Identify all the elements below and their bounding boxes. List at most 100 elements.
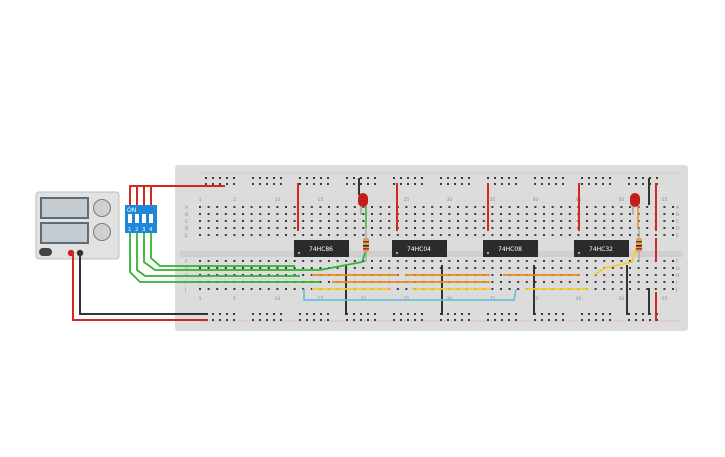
breadboard-hole[interactable] (440, 183, 442, 185)
breadboard-hole[interactable] (407, 177, 409, 179)
wire-green-2[interactable] (136, 232, 300, 277)
breadboard-hole[interactable] (302, 260, 305, 262)
breadboard-hole[interactable] (642, 177, 644, 179)
breadboard-hole[interactable] (293, 288, 296, 290)
breadboard-hole[interactable] (602, 177, 604, 179)
breadboard-hole[interactable] (266, 313, 268, 315)
breadboard-hole[interactable] (508, 213, 511, 215)
breadboard-hole[interactable] (629, 288, 631, 290)
breadboard-hole[interactable] (302, 227, 305, 229)
breadboard-hole[interactable] (602, 313, 604, 315)
breadboard-hole[interactable] (353, 206, 356, 208)
breadboard-hole[interactable] (336, 227, 339, 229)
breadboard-hole[interactable] (250, 234, 253, 236)
breadboard-hole[interactable] (594, 206, 597, 208)
breadboard-hole[interactable] (500, 213, 502, 215)
breadboard-hole[interactable] (431, 206, 434, 208)
breadboard-hole[interactable] (360, 177, 362, 179)
breadboard-hole[interactable] (586, 234, 588, 236)
breadboard-hole[interactable] (482, 234, 485, 236)
breadboard-hole[interactable] (611, 234, 614, 236)
breadboard-hole[interactable] (588, 183, 590, 185)
breadboard-hole[interactable] (517, 288, 520, 290)
breadboard-hole[interactable] (594, 227, 597, 229)
breadboard-hole[interactable] (517, 260, 520, 262)
breadboard-hole[interactable] (431, 220, 434, 222)
breadboard-hole[interactable] (663, 220, 666, 222)
power-switch[interactable] (39, 248, 52, 256)
breadboard-hole[interactable] (594, 288, 597, 290)
breadboard-hole[interactable] (233, 267, 236, 269)
breadboard-hole[interactable] (577, 267, 580, 269)
breadboard-hole[interactable] (474, 267, 477, 269)
breadboard-hole[interactable] (457, 220, 459, 222)
breadboard-hole[interactable] (586, 281, 588, 283)
breadboard-hole[interactable] (328, 227, 330, 229)
breadboard-hole[interactable] (482, 227, 485, 229)
breadboard-hole[interactable] (500, 206, 502, 208)
breadboard-hole[interactable] (534, 213, 537, 215)
breadboard-hole[interactable] (267, 288, 270, 290)
breadboard-hole[interactable] (313, 177, 315, 179)
wire-black-supply[interactable] (79, 253, 208, 315)
breadboard-hole[interactable] (654, 267, 657, 269)
breadboard-hole[interactable] (494, 319, 496, 321)
breadboard-hole[interactable] (465, 234, 468, 236)
breadboard-hole[interactable] (568, 281, 571, 283)
breadboard-hole[interactable] (276, 234, 279, 236)
breadboard-hole[interactable] (233, 319, 235, 321)
breadboard-hole[interactable] (440, 177, 442, 179)
chip-3[interactable]: 74HC08 (483, 240, 538, 257)
breadboard-hole[interactable] (629, 213, 631, 215)
breadboard-hole[interactable] (508, 234, 511, 236)
breadboard-hole[interactable] (603, 260, 606, 262)
breadboard-hole[interactable] (568, 227, 571, 229)
breadboard-hole[interactable] (216, 227, 219, 229)
breadboard-hole[interactable] (461, 183, 463, 185)
breadboard-hole[interactable] (586, 260, 588, 262)
breadboard-hole[interactable] (581, 313, 583, 315)
breadboard-hole[interactable] (388, 260, 391, 262)
breadboard-hole[interactable] (642, 319, 644, 321)
breadboard-hole[interactable] (199, 220, 201, 222)
breadboard-hole[interactable] (199, 274, 201, 276)
breadboard-hole[interactable] (242, 206, 244, 208)
breadboard-hole[interactable] (620, 234, 623, 236)
breadboard-hole[interactable] (517, 234, 520, 236)
breadboard-hole[interactable] (336, 267, 339, 269)
breadboard-hole[interactable] (414, 177, 416, 179)
breadboard-hole[interactable] (491, 220, 494, 222)
breadboard-hole[interactable] (586, 267, 588, 269)
breadboard-hole[interactable] (276, 267, 279, 269)
breadboard-hole[interactable] (543, 267, 545, 269)
chip-1[interactable]: 74HC86 (294, 240, 349, 257)
breadboard-hole[interactable] (474, 206, 477, 208)
breadboard-hole[interactable] (388, 227, 391, 229)
breadboard-hole[interactable] (224, 227, 227, 229)
breadboard-hole[interactable] (199, 227, 201, 229)
breadboard-hole[interactable] (293, 220, 296, 222)
breadboard-hole[interactable] (548, 313, 550, 315)
breadboard-hole[interactable] (548, 183, 550, 185)
breadboard-hole[interactable] (508, 220, 511, 222)
breadboard-hole[interactable] (328, 206, 330, 208)
breadboard-hole[interactable] (568, 220, 571, 222)
breadboard-hole[interactable] (233, 313, 235, 315)
breadboard-hole[interactable] (629, 274, 631, 276)
breadboard-hole[interactable] (448, 260, 451, 262)
breadboard-hole[interactable] (276, 206, 279, 208)
breadboard-hole[interactable] (663, 206, 666, 208)
breadboard-hole[interactable] (508, 267, 511, 269)
breadboard-hole[interactable] (276, 260, 279, 262)
dip-toggle-2[interactable] (135, 214, 139, 223)
breadboard-hole[interactable] (367, 319, 369, 321)
breadboard-hole[interactable] (242, 267, 244, 269)
breadboard-hole[interactable] (465, 267, 468, 269)
breadboard-hole[interactable] (285, 274, 287, 276)
breadboard-hole[interactable] (555, 313, 557, 315)
breadboard-hole[interactable] (629, 267, 631, 269)
breadboard-hole[interactable] (259, 313, 261, 315)
breadboard-hole[interactable] (250, 213, 253, 215)
breadboard-hole[interactable] (654, 281, 657, 283)
breadboard-hole[interactable] (635, 319, 637, 321)
